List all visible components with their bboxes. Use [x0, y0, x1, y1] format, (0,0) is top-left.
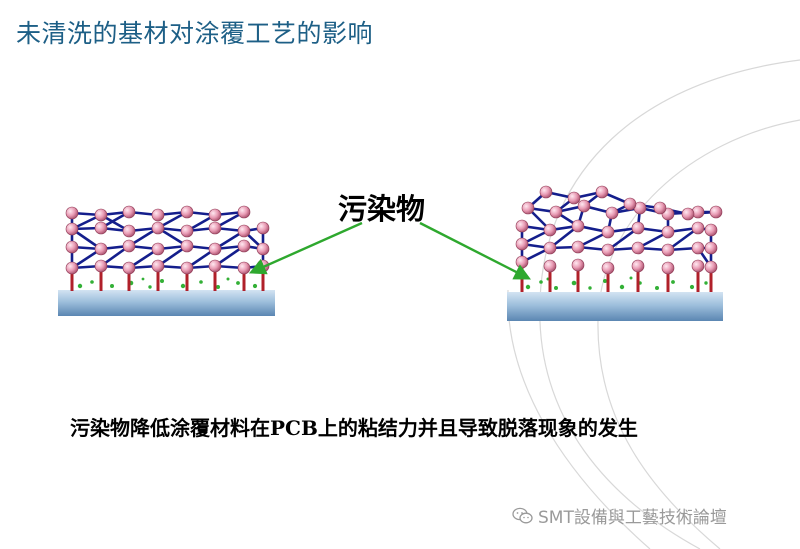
contaminant-pointer-arrows: [248, 221, 531, 280]
right-substrate: [507, 292, 723, 321]
left-coating-structure: [58, 205, 275, 316]
left-mesh-nodes: [65, 205, 270, 275]
watermark: SMT設備與工藝技術論壇: [512, 503, 727, 528]
left-substrate: [58, 290, 275, 316]
arrow-left: [248, 221, 363, 275]
wechat-icon: [512, 507, 533, 523]
watermark-text: SMT設備與工藝技術論壇: [538, 508, 727, 528]
page-title: 未清洗的基材对涂覆工艺的影响: [16, 19, 374, 48]
right-contaminant-specks: [525, 276, 708, 290]
contaminant-label: 污染物: [338, 192, 426, 226]
right-mesh-nodes: [515, 185, 723, 275]
right-coating-structure: [507, 185, 723, 321]
left-contaminant-specks: [77, 277, 258, 290]
arrow-right: [419, 221, 531, 280]
caption-text: 污染物降低涂覆材料在PCB上的粘结力并且导致脱落现象的发生: [70, 416, 638, 440]
